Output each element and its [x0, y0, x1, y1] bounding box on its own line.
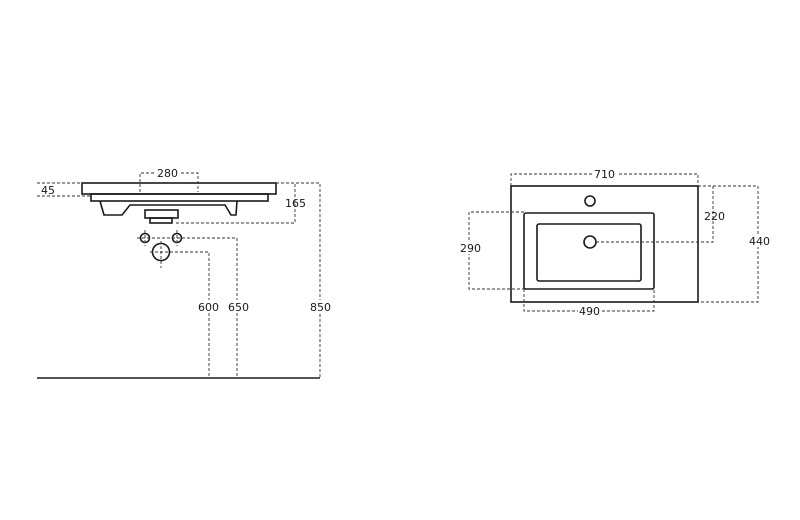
- basin-bowl: [99, 200, 238, 216]
- bowl-inner: [536, 223, 642, 282]
- tap-hole: [584, 195, 596, 207]
- top-view: 710 220 440 290 490: [459, 168, 772, 318]
- dim-label-710: 710: [594, 168, 615, 181]
- dim-650-lines: [137, 230, 238, 378]
- dim-label-220: 220: [704, 210, 725, 223]
- dim-600-lines: [150, 241, 210, 378]
- dim-label-440: 440: [749, 235, 770, 248]
- dim-850-lines: [276, 182, 321, 378]
- dim-label-280: 280: [157, 167, 178, 180]
- dim-label-650: 650: [228, 301, 249, 314]
- waste-trap: [149, 217, 173, 224]
- dim-label-600: 600: [198, 301, 219, 314]
- dim-label-45: 45: [41, 184, 55, 197]
- countertop-slab: [81, 182, 277, 195]
- basin-ledge: [90, 193, 269, 202]
- dim-45-lines: [37, 182, 91, 197]
- side-view: 45 280 165 600 650 850: [37, 167, 333, 379]
- dim-label-165: 165: [285, 197, 306, 210]
- countertop-outline: [510, 185, 699, 303]
- dim-label-850: 850: [310, 301, 331, 314]
- bowl-outer: [523, 212, 655, 290]
- dim-label-490: 490: [579, 305, 600, 318]
- dim-290-lines: [468, 211, 524, 290]
- dim-165-lines: [175, 182, 296, 224]
- drain-hole: [583, 235, 597, 249]
- waste-outlet: [144, 209, 179, 219]
- dim-label-290: 290: [460, 242, 481, 255]
